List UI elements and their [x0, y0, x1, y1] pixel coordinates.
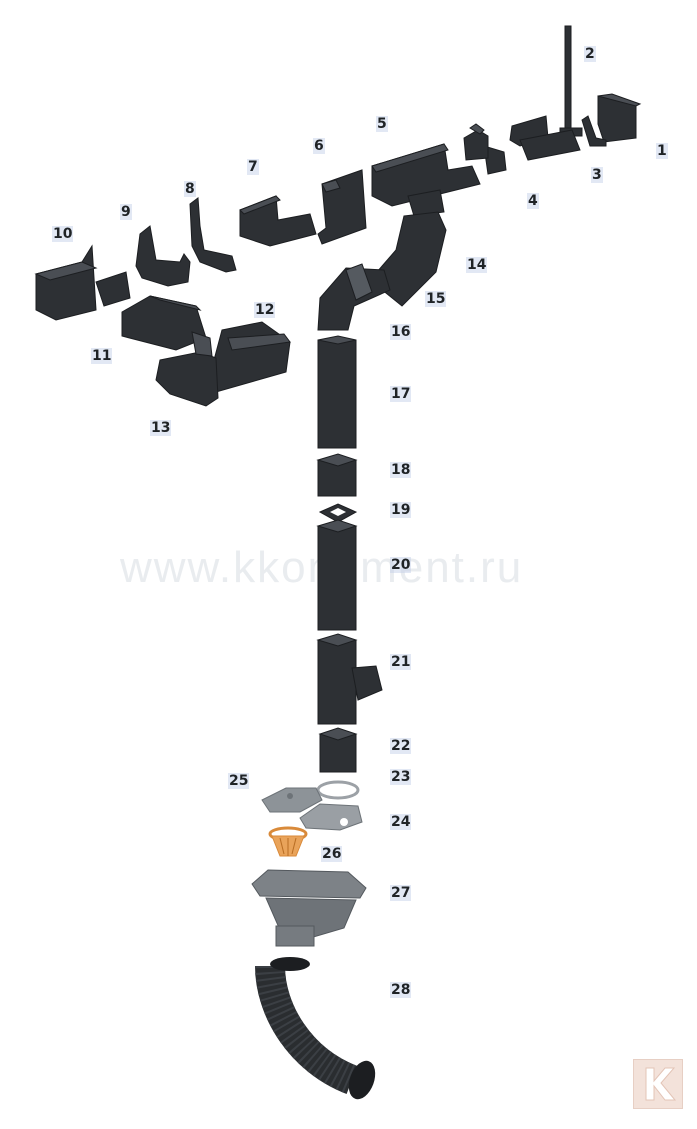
- brand-logo: [633, 1059, 683, 1109]
- part-15-elbow: [317, 263, 391, 331]
- label-16: 16: [390, 324, 412, 340]
- label-21: 21: [390, 654, 412, 670]
- part-5-gutter-funnel: [371, 143, 481, 217]
- part-4-gutter-connector: [463, 115, 581, 175]
- label-3: 3: [591, 167, 603, 183]
- part-7-gutter-corner: [239, 195, 317, 247]
- label-20: 20: [390, 557, 412, 573]
- part-25-cover: [261, 787, 323, 813]
- part-2-long-hook: [559, 25, 583, 139]
- label-17: 17: [390, 386, 412, 402]
- label-10: 10: [52, 226, 74, 242]
- part-10-outer-corner: [34, 244, 131, 321]
- label-5: 5: [376, 116, 388, 132]
- part-8-hook: [189, 197, 237, 273]
- label-4: 4: [527, 193, 539, 209]
- label-15: 15: [425, 291, 447, 307]
- label-26: 26: [321, 846, 343, 862]
- part-1-end-cap: [597, 93, 642, 143]
- label-9: 9: [120, 204, 132, 220]
- label-1: 1: [656, 143, 668, 159]
- label-6: 6: [313, 138, 325, 154]
- part-11-connector: [121, 295, 207, 351]
- part-3-bracket: [581, 115, 607, 147]
- part-20-downpipe: [316, 519, 358, 631]
- label-23: 23: [390, 769, 412, 785]
- label-8: 8: [184, 181, 196, 197]
- part-28-flex-hose: [255, 957, 376, 1100]
- label-19: 19: [390, 502, 412, 518]
- part-6-gutter-section: [317, 169, 367, 245]
- k-logo-icon: [645, 1067, 677, 1101]
- part-18-coupling: [316, 453, 358, 497]
- part-13-gutter-end: [155, 331, 219, 407]
- label-2: 2: [584, 46, 596, 62]
- label-27: 27: [390, 885, 412, 901]
- label-14: 14: [466, 257, 488, 273]
- part-26-strainer: [268, 826, 308, 857]
- part-9-hook: [135, 225, 191, 287]
- label-24: 24: [390, 814, 412, 830]
- part-21-tee: [316, 633, 383, 725]
- part-19-ring: [318, 503, 358, 523]
- label-25: 25: [228, 773, 250, 789]
- label-22: 22: [390, 738, 412, 754]
- part-17-downpipe: [317, 335, 357, 449]
- part-12-inner-corner: [213, 321, 291, 393]
- label-7: 7: [247, 159, 259, 175]
- part-27-rain-inlet: [251, 869, 367, 947]
- part-23-gasket: [316, 780, 360, 800]
- label-12: 12: [254, 302, 276, 318]
- label-28: 28: [390, 982, 412, 998]
- label-13: 13: [150, 420, 172, 436]
- label-18: 18: [390, 462, 412, 478]
- part-24-cover: [299, 803, 363, 831]
- label-11: 11: [91, 348, 113, 364]
- part-14-elbow: [369, 211, 447, 307]
- part-22-coupling: [318, 727, 358, 773]
